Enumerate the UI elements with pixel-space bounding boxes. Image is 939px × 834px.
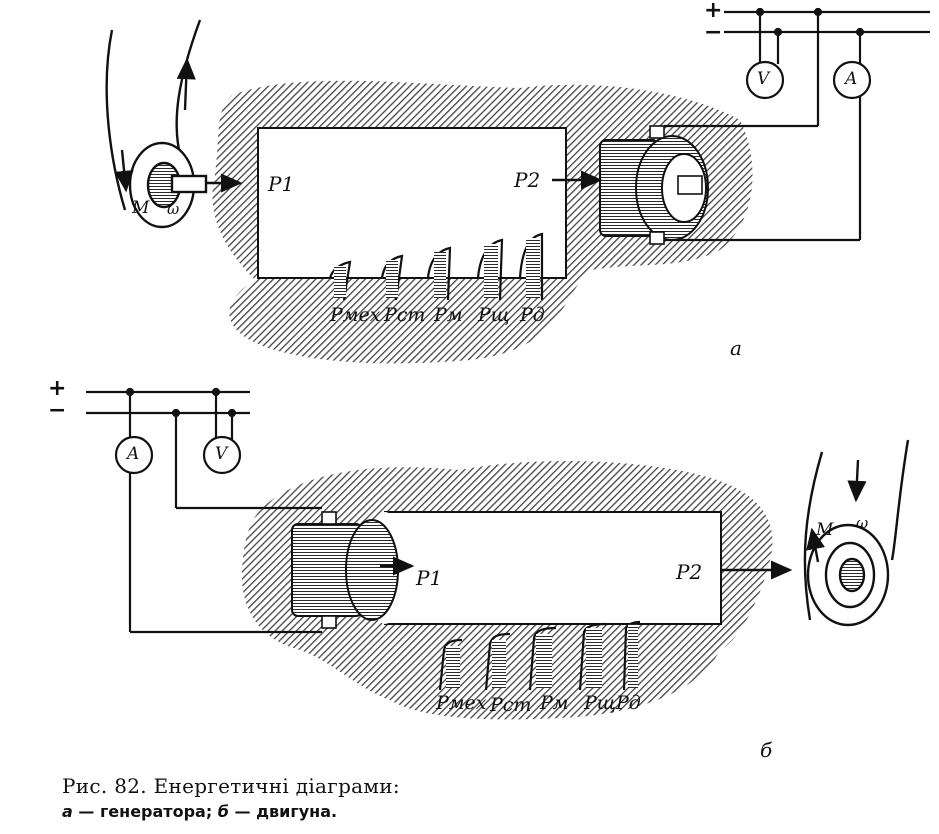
- figure-caption-parts: a — генератора; б — двигуна.: [62, 802, 337, 821]
- diagram-b: [86, 389, 908, 719]
- energy-flow-band-b: [385, 512, 721, 624]
- energy-flow-band-a: [258, 128, 566, 278]
- caption-part-b-letter: б: [218, 802, 229, 821]
- motor-machine: [292, 512, 398, 628]
- belt-pulley-a: [107, 20, 206, 227]
- caption-part-a-letter: a: [62, 802, 73, 821]
- diagram-a: [107, 9, 930, 363]
- generator-machine: [600, 126, 708, 244]
- caption-part-a-text: — генератора;: [73, 802, 218, 821]
- figure-caption-title: Рис. 82. Енергетичні діаграми:: [62, 774, 400, 798]
- energy-diagrams-figure: [0, 0, 939, 770]
- caption-part-b-text: — двигуна.: [229, 802, 337, 821]
- belt-pulley-b: [805, 440, 908, 625]
